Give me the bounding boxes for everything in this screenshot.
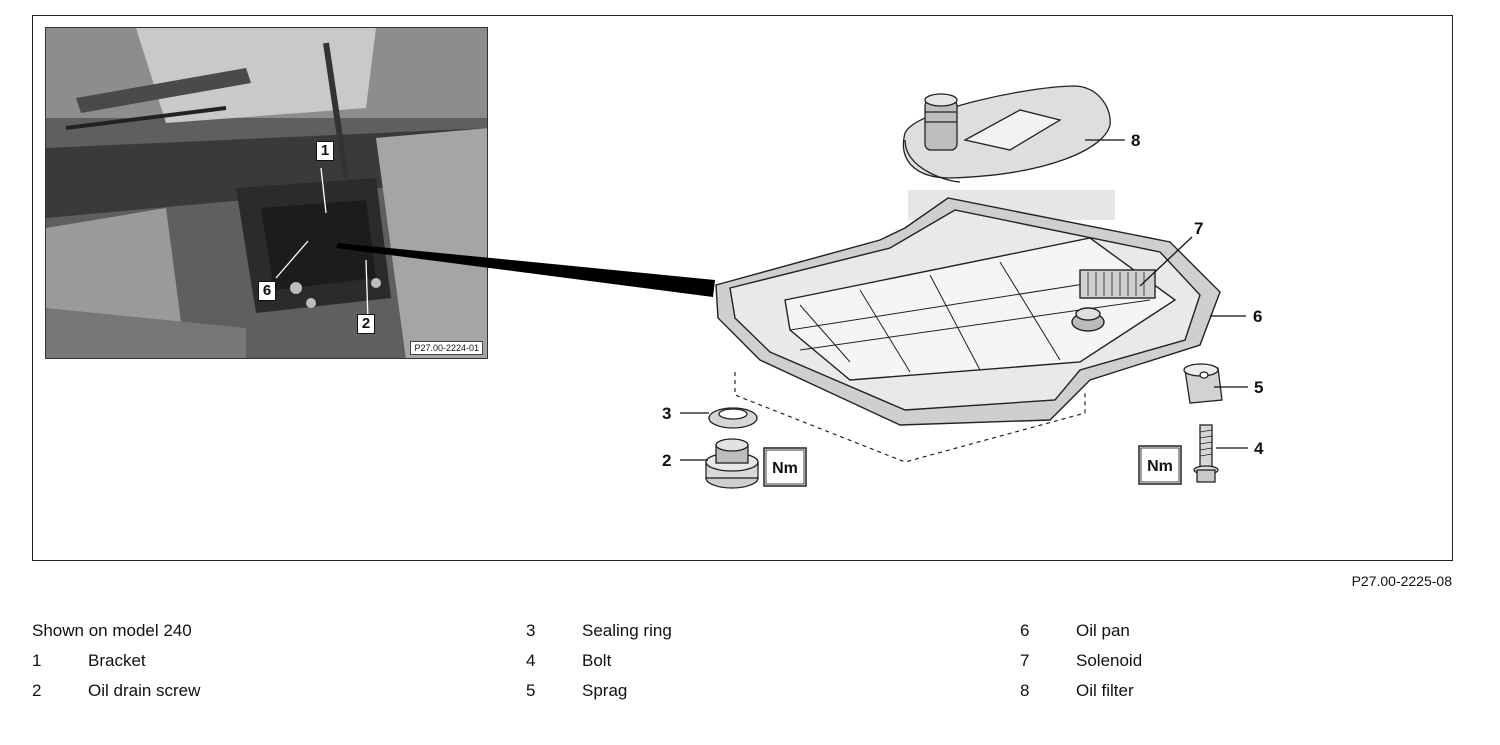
legend-item: 2 Oil drain screw [32,676,200,706]
callout-3: 3 [662,404,671,423]
legend-label: Sealing ring [582,621,672,640]
legend-note: Shown on model 240 [32,621,192,640]
legend-column-2: 3 Sealing ring 4 Bolt 5 Sprag [526,616,672,706]
legend-number: 5 [526,681,536,700]
photo-illustration [46,28,487,358]
legend-column-1: Shown on model 240 1 Bracket 2 Oil drain… [32,616,200,706]
photo-callout-2: 2 [357,314,375,334]
legend-item: 4 Bolt [526,646,672,676]
pointer-wedge [336,243,715,297]
photo-callout-1: 1 [316,141,334,161]
legend-item: 1 Bracket [32,646,200,676]
legend-item: 5 Sprag [526,676,672,706]
callout-8: 8 [1131,131,1140,150]
oil-filter-part [902,85,1111,183]
photo-callout-6: 6 [258,281,276,301]
legend-item: 7 Solenoid [1020,646,1142,676]
legend-label: Solenoid [1076,651,1143,670]
callout-5: 5 [1254,378,1263,397]
bolt-part [1193,424,1219,483]
torque-box-drain-screw: Nm [763,447,807,487]
callout-6: 6 [1253,307,1262,326]
torque-label-bolt: Nm [1147,458,1173,475]
oil-pan-part [715,197,1221,426]
legend-number: 7 [1020,651,1030,670]
legend-label: Bracket [88,651,146,670]
photo-reference: P27.00-2224-01 [410,341,483,355]
callout-2: 2 [662,451,671,470]
callout-4: 4 [1254,439,1264,458]
legend-number: 2 [32,681,42,700]
legend-item: 3 Sealing ring [526,616,672,646]
legend-item: 8 Oil filter [1020,676,1142,706]
figure-frame [32,15,1453,561]
figure-reference: P27.00-2225-08 [1351,573,1452,589]
legend-label: Sprag [582,681,628,700]
vehicle-underside-photo: 1 6 2 P27.00-2224-01 [45,27,488,359]
torque-label-drain-screw: Nm [772,460,798,477]
oil-drain-screw-part [705,438,759,489]
legend-number: 4 [526,651,536,670]
legend-label: Bolt [582,651,612,670]
legend-item: 6 Oil pan [1020,616,1142,646]
legend-label: Oil filter [1076,681,1134,700]
legend-number: 8 [1020,681,1030,700]
legend-number: 1 [32,651,42,670]
leader-lines [680,139,1248,461]
legend-column-3: 6 Oil pan 7 Solenoid 8 Oil filter [1020,616,1142,706]
torque-box-bolt: Nm [1138,445,1182,485]
legend-label: Oil pan [1076,621,1130,640]
legend-label: Oil drain screw [88,681,201,700]
sealing-ring-part [708,407,758,429]
sprag-part [1183,363,1223,404]
legend-number: 6 [1020,621,1030,640]
callout-7: 7 [1194,219,1203,238]
legend-number: 3 [526,621,536,640]
